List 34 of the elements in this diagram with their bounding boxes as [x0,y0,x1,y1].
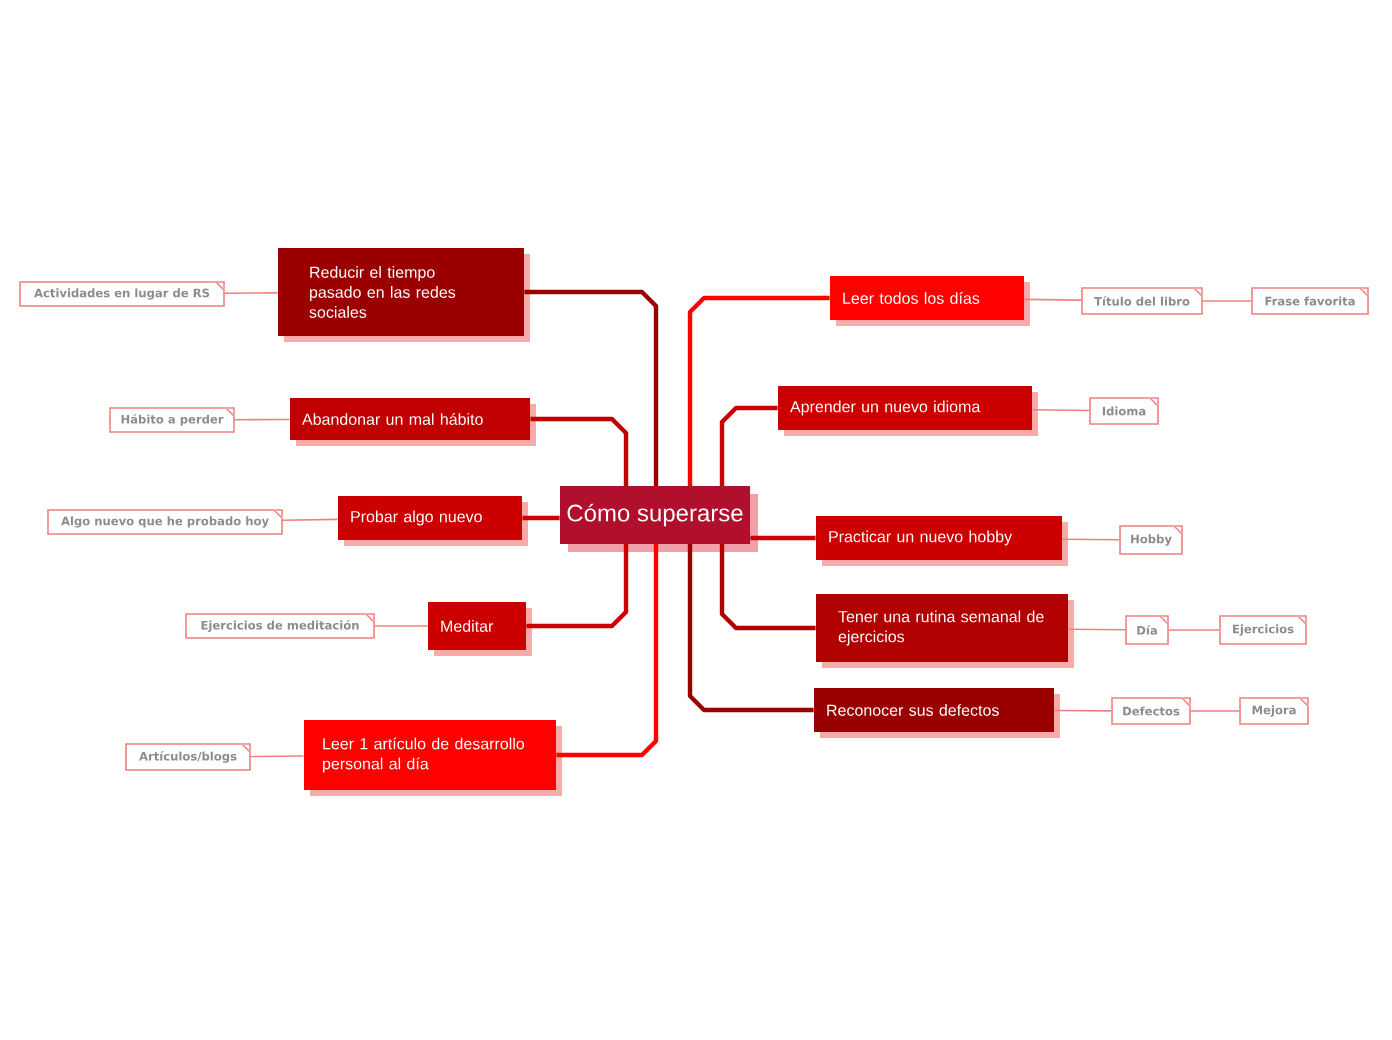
connector-line [1053,709,1112,712]
connector-line [374,625,429,627]
topic-box: Practicar un nuevo hobby [816,516,1068,566]
topic-box: Leer 1 artículo de desarrollo personal al día [304,720,562,796]
connector-line [1190,710,1240,712]
connector-line [556,544,659,758]
connector-line [282,518,339,522]
connector-line [1067,628,1126,631]
connector-line [234,418,291,421]
topic-box: Reducir el tiempo pasado en las redes sociales [278,248,530,342]
topic-box: Leer todos los días [830,276,1030,326]
connector-line [719,405,778,486]
connector-line [1061,538,1120,541]
connector-line [526,544,629,629]
connector-line [687,295,830,486]
connector-line [750,535,816,541]
connector-line [522,515,560,521]
connector-line [1202,300,1252,302]
connector-line [1023,298,1082,301]
connector-line [1031,408,1090,412]
connector-line [524,289,659,486]
connector-line [224,292,279,295]
connector-line [719,544,816,631]
topic-box: Aprender un nuevo idioma [778,386,1038,436]
topic-box: Abandonar un mal hábito [290,398,536,446]
connector-line [250,755,305,758]
connector-line [687,544,814,713]
topic-box: Reconocer sus defectos [814,688,1060,738]
topic-box: Probar algo nuevo [338,496,528,546]
topic-box: Tener una rutina semanal de ejercicios [816,594,1074,668]
topic-box: Meditar [428,602,532,656]
connector-line [530,416,629,486]
topic-box: Cómo superarse [560,486,758,552]
connector-line [1168,629,1220,631]
